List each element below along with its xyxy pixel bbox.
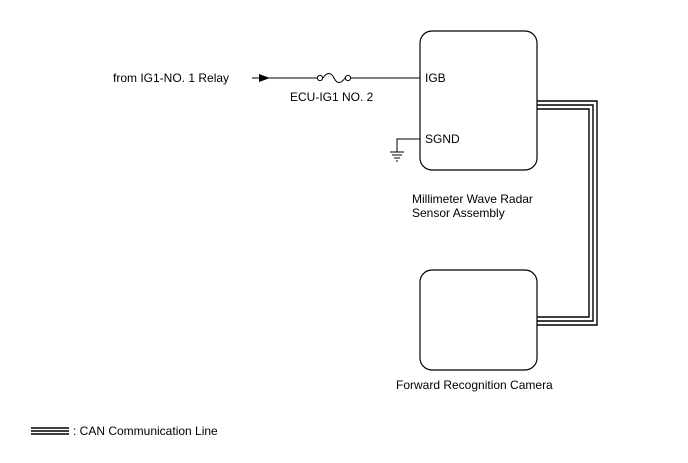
radar-sensor-box [419, 30, 538, 171]
ground-icon [390, 151, 404, 162]
arrow-right-icon [252, 74, 270, 82]
legend-can-line-swatch [31, 427, 69, 435]
radar-pin-igb: IGB [425, 71, 446, 85]
fuse-icon [316, 73, 352, 83]
camera-name: Forward Recognition Camera [396, 378, 553, 392]
ground-wire [396, 138, 420, 152]
camera-box [419, 269, 538, 371]
radar-pin-sgnd: SGND [425, 132, 460, 146]
radar-name-line1: Millimeter Wave Radar [412, 192, 533, 206]
source-label: from IG1-NO. 1 Relay [113, 71, 229, 85]
radar-name-line2: Sensor Assembly [412, 206, 505, 220]
can-communication-line [537, 100, 598, 326]
legend-can-line-label: : CAN Communication Line [73, 424, 218, 438]
fuse-label: ECU-IG1 NO. 2 [290, 90, 374, 104]
